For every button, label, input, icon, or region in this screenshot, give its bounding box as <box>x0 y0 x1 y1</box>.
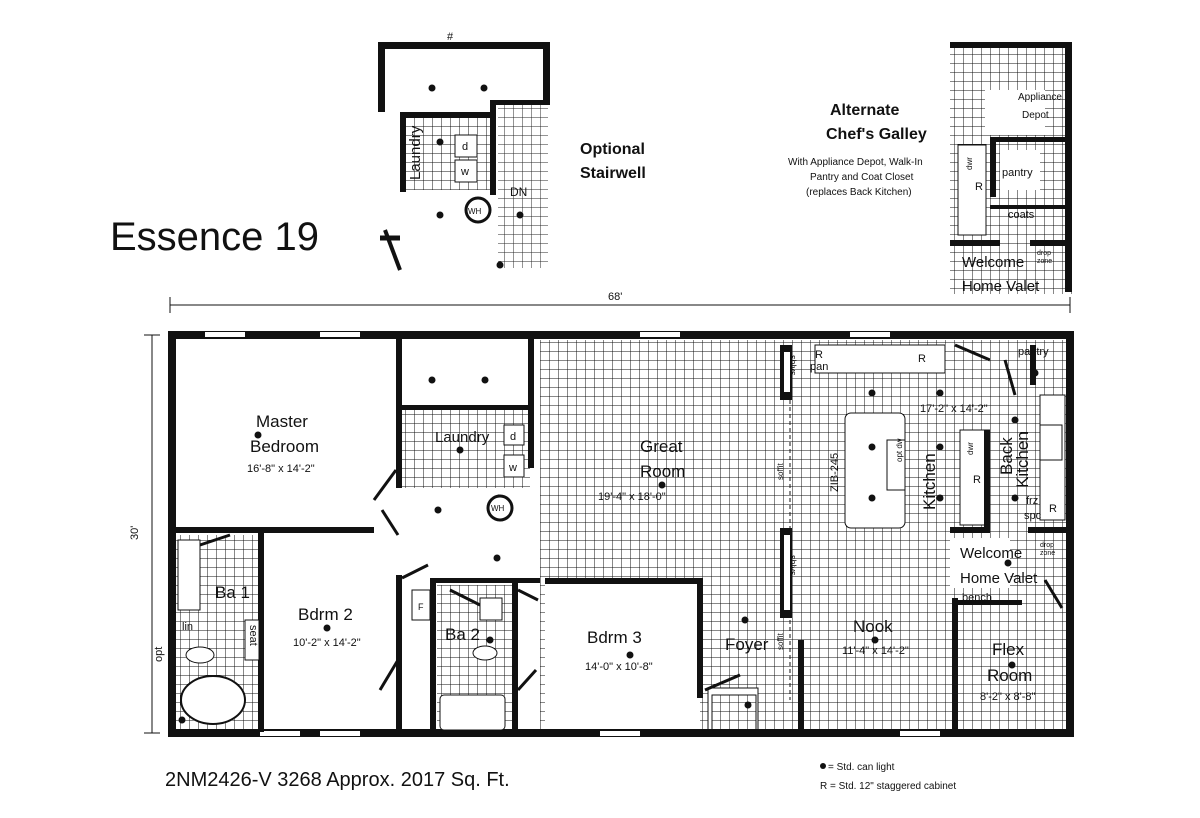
galley-home-valet-label: Home Valet <box>962 278 1040 295</box>
galley-desc-2: Pantry and Coat Closet <box>810 172 914 183</box>
welcome-label: Welcome <box>960 545 1022 562</box>
bdrm2-dims: 10'-2" x 14'-2" <box>293 637 361 649</box>
stairwell-title-2: Stairwell <box>580 165 646 182</box>
island-label: ZIB-245 <box>829 453 841 492</box>
fridge-label: R <box>918 353 926 365</box>
opt-label: opt <box>153 647 165 662</box>
nook-dims: 11'-4" x 14'-2" <box>842 645 909 657</box>
dimension-lines: 68' 30' <box>129 291 1071 734</box>
model-sqft-label: 2NM2426-V 3268 Approx. 2017 Sq. Ft. <box>165 769 510 791</box>
galley-desc-3: (replaces Back Kitchen) <box>806 187 912 198</box>
pantry-label: pantry <box>1018 346 1049 358</box>
kitchen-label: Kitchen <box>920 453 939 510</box>
plan-title: Essence 19 <box>110 215 319 259</box>
lin-label: lin <box>182 621 193 633</box>
can-lights <box>428 84 524 269</box>
foyer-label: Foyer <box>725 635 769 654</box>
bdrm2-label: Bdrm 2 <box>298 605 353 624</box>
great-room-dims: 19'-4" x 18'-0" <box>598 491 666 503</box>
flex-label-1: Flex <box>992 640 1025 659</box>
galley-pantry-label: pantry <box>1002 167 1033 179</box>
coats-label: coats <box>1008 209 1035 221</box>
water-heater-label: WH <box>468 207 482 216</box>
galley-drop-zone-1: drop <box>1037 250 1051 257</box>
galley-cabinet-label: R <box>975 181 983 193</box>
soffit-label-top: soffit <box>776 462 785 480</box>
kitchen-cabinet-label: R <box>973 474 981 486</box>
shelves-label-top: shlvs <box>788 355 798 376</box>
nook-label: Nook <box>853 617 893 636</box>
soffit-label-bottom: soffit <box>776 632 785 650</box>
ba2-label: Ba 2 <box>445 625 480 644</box>
optional-stairwell-inset: WH # Laundry d w DN Optional Stairwell <box>378 31 646 271</box>
appliance-depot-label-2: Depot <box>1022 110 1049 121</box>
shelves-label-bottom: shlvs <box>788 555 798 576</box>
room-labels: Master Bedroom 16'-8" x 14'-2" Laundry d… <box>153 346 1057 703</box>
great-room-label-1: Great <box>640 437 683 456</box>
meter-label: # <box>447 31 454 43</box>
main-plan: Master Bedroom 16'-8" x 14'-2" Laundry d… <box>153 331 1074 737</box>
opt-dw-label: opt dw <box>895 438 904 462</box>
bench-label: bench <box>962 592 992 604</box>
kitchen-dwr-label: dwr <box>966 442 975 455</box>
pan-label: pan <box>810 361 828 373</box>
galley-title-1: Alternate <box>830 102 899 119</box>
frz-label: frz <box>1026 495 1038 507</box>
stairwell-dryer-label: d <box>462 141 468 153</box>
master-label-1: Master <box>256 412 308 431</box>
ba1-label: Ba 1 <box>215 583 250 602</box>
can-lights <box>178 369 1039 724</box>
flex-label-2: Room <box>987 666 1032 685</box>
legend-cabinet: R = Std. 12" staggered cabinet <box>820 781 956 792</box>
home-valet-label: Home Valet <box>960 570 1038 587</box>
back-kitchen-label-2: Kitchen <box>1013 431 1032 488</box>
water-heater-label: WH <box>491 504 505 513</box>
furnace-label: F <box>418 602 424 612</box>
galley-drop-zone-2: zone <box>1037 258 1052 265</box>
stairwell-washer-label: w <box>460 166 469 178</box>
width-dimension: 68' <box>608 291 622 303</box>
stairwell-laundry-label: Laundry <box>407 125 424 180</box>
laundry-label: Laundry <box>435 429 490 446</box>
bdrm3-label: Bdrm 3 <box>587 628 642 647</box>
legend-can-light: = Std. can light <box>828 762 895 773</box>
kitchen-dims: 17'-2" x 14'-2" <box>920 403 988 415</box>
galley-welcome-label: Welcome <box>962 254 1024 271</box>
galley-title-2: Chef's Galley <box>826 126 927 143</box>
drop-zone-label-1: drop <box>1040 542 1054 549</box>
great-room-label-2: Room <box>640 462 685 481</box>
seat-label: seat <box>247 625 259 646</box>
back-kitchen-cabinet-label: R <box>1049 503 1057 515</box>
can-light-legend-icon <box>820 763 826 769</box>
master-label-2: Bedroom <box>250 437 319 456</box>
flex-dims: 8'-2" x 8'-8" <box>980 691 1036 703</box>
galley-dwr-label: dwr <box>965 157 974 170</box>
back-kitchen-label-1: Back <box>997 437 1016 475</box>
depth-dimension: 30' <box>129 526 141 540</box>
drop-zone-label-2: zone <box>1040 550 1055 557</box>
galley-desc-1: With Appliance Depot, Walk-In <box>788 157 923 168</box>
washer-label: w <box>508 462 517 474</box>
alternate-galley-inset: Appliance Depot pantry coats R dwr drop … <box>788 42 1072 295</box>
pan-cabinet-label: R <box>815 349 823 361</box>
stairwell-title-1: Optional <box>580 141 645 158</box>
bdrm3-dims: 14'-0" x 10'-8" <box>585 661 653 673</box>
master-dims: 16'-8" x 14'-2" <box>247 463 315 475</box>
spc-label: spc <box>1024 510 1042 522</box>
dryer-label: d <box>510 431 516 443</box>
down-label: DN <box>510 185 527 199</box>
appliance-depot-label-1: Appliance <box>1018 92 1062 103</box>
